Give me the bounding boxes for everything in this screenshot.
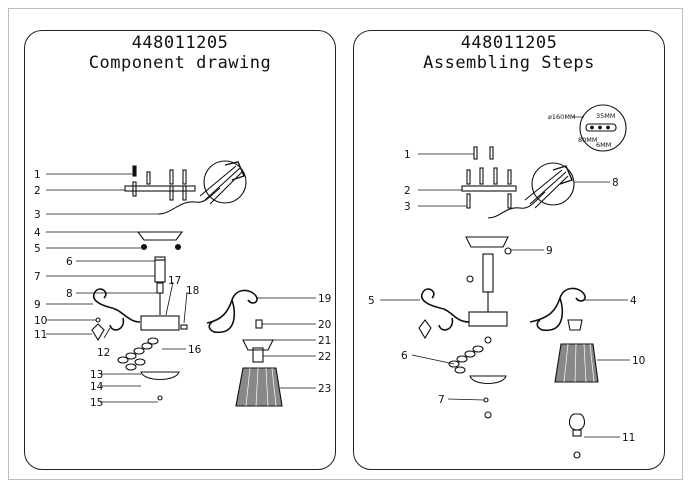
bottom-cup-icon — [140, 371, 180, 381]
rotate-symbol-icon — [484, 336, 492, 344]
callout-label: 4 — [630, 295, 637, 307]
left-panel-code: 448011205 — [131, 33, 229, 53]
callout-label: 9 — [546, 245, 553, 257]
wire-connector-icon — [157, 160, 247, 215]
callout-label: 15 — [90, 397, 103, 409]
callout-label: 9 — [34, 299, 41, 311]
callout-label: 8 — [612, 177, 619, 189]
stem-tube-icon — [154, 259, 166, 283]
callout-label: 23 — [318, 383, 331, 395]
rotate-symbol-icon — [573, 451, 581, 459]
callout-label: 11 — [34, 329, 47, 341]
crystal-pendant-icon — [418, 319, 432, 340]
callout-label: 2 — [34, 185, 41, 197]
callout-label: 6 — [401, 350, 408, 362]
chain-icon — [448, 345, 484, 374]
assembling-steps-panel: 448011205 Assembling Steps — [353, 30, 665, 470]
callout-label: 6 — [66, 256, 73, 268]
finial-icon — [483, 397, 489, 403]
left-arm-icon — [93, 288, 141, 331]
rotate-symbol-icon — [504, 247, 512, 255]
callout-label: 11 — [622, 432, 635, 444]
callout-label: 4 — [34, 227, 41, 239]
lampshade-icon — [554, 343, 599, 383]
callout-label: 12 — [97, 347, 110, 359]
nut-icon — [140, 243, 148, 251]
callout-label: 1 — [34, 169, 41, 181]
screw-set-icon — [132, 165, 187, 201]
chain-icon — [117, 337, 159, 371]
callout-label: 3 — [34, 209, 41, 221]
right-panel-code: 448011205 — [460, 33, 558, 53]
callout-label: 1 — [404, 149, 411, 161]
crystal-pendant-icon — [91, 317, 105, 342]
dimension-inset: ⌀160MM 35MM 80MM 6MM — [548, 104, 627, 152]
callout-label: 7 — [34, 271, 41, 283]
left-exploded-view: 1 2 3 4 5 6 7 8 9 10 11 12 13 14 15 16 1… — [34, 160, 331, 409]
light-bulb-icon — [568, 413, 586, 437]
rotate-symbol-icon — [484, 411, 492, 419]
right-assembly-view: ⌀160MM 35MM 80MM 6MM — [368, 104, 645, 459]
left-panel-title: Component drawing — [88, 53, 272, 73]
rotate-symbol-icon — [466, 275, 474, 283]
left-arm-icon — [421, 288, 470, 331]
wire-connector-icon — [487, 162, 575, 219]
callout-label: 7 — [438, 394, 445, 406]
bolt-pair-icon — [473, 146, 494, 160]
finial-icon — [157, 395, 163, 401]
stem-tube-icon — [482, 253, 494, 293]
stem-nut-icon — [156, 282, 164, 294]
callout-label: 21 — [318, 335, 331, 347]
socket-ring-icon — [255, 319, 263, 329]
right-panel-title: Assembling Steps — [423, 53, 595, 73]
callout-label: 14 — [90, 381, 104, 393]
nut-icon — [174, 243, 182, 251]
page-frame — [8, 8, 683, 480]
callout-label: 5 — [34, 243, 41, 255]
inset-dim-c-label: 6MM — [596, 141, 611, 149]
inset-dim-b-label: 80MM — [578, 136, 598, 144]
mounting-plate-icon — [461, 167, 517, 209]
body-screw-icon — [180, 324, 188, 330]
canopy-icon — [136, 231, 184, 241]
callout-label: 17 — [168, 275, 181, 287]
inset-dim-a-label: 35MM — [596, 112, 616, 120]
bottom-cup-icon — [469, 375, 507, 385]
right-arm-icon — [529, 287, 586, 332]
callout-label: 10 — [34, 315, 47, 327]
bulb-holder-icon — [567, 319, 583, 331]
lamp-socket-icon — [252, 347, 264, 363]
callout-label: 10 — [632, 355, 645, 367]
central-body-icon — [140, 315, 180, 331]
callout-label: 16 — [188, 344, 202, 356]
bobeche-icon — [242, 339, 274, 351]
inset-diameter-label: ⌀160MM — [548, 113, 576, 121]
callout-label: 8 — [66, 288, 73, 300]
callout-label: 18 — [186, 285, 199, 297]
mounting-bar-icon — [124, 185, 196, 192]
canopy-icon — [465, 236, 509, 248]
central-body-icon — [468, 311, 508, 327]
right-arm-icon — [206, 289, 258, 334]
component-drawing-panel: 448011205 Component drawing — [24, 30, 336, 470]
callout-label: 19 — [318, 293, 331, 305]
callout-label: 13 — [90, 369, 103, 381]
callout-label: 2 — [404, 185, 411, 197]
callout-label: 22 — [318, 351, 331, 363]
callout-label: 3 — [404, 201, 411, 213]
callout-label: 20 — [318, 319, 331, 331]
callout-label: 5 — [368, 295, 375, 307]
lampshade-icon — [235, 367, 283, 407]
